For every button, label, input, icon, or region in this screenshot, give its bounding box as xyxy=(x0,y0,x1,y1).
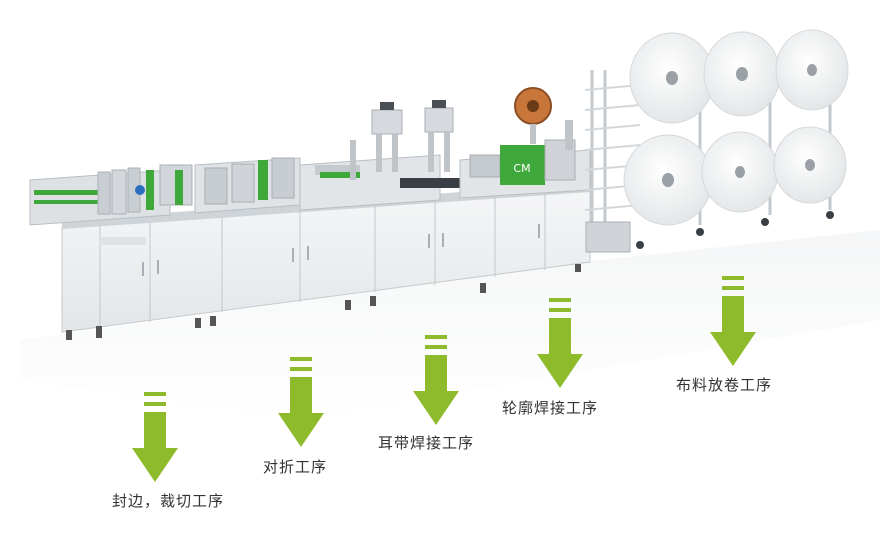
sealing-cutting-station xyxy=(29,164,193,226)
outline-welding-station: CM xyxy=(459,87,591,199)
arrow-down-icon xyxy=(708,276,758,368)
step-folding xyxy=(276,357,326,449)
unwinding-rack xyxy=(584,29,849,253)
arrow-down-icon xyxy=(130,392,180,484)
step-label-outline-welding: 轮廓焊接工序 xyxy=(502,399,599,417)
step-fabric-unwinding xyxy=(708,276,758,368)
arrow-down-icon xyxy=(276,357,326,449)
arrow-down-icon xyxy=(411,335,461,427)
step-label-ear-loop-welding: 耳带焊接工序 xyxy=(378,434,475,452)
ear-loop-welding-station xyxy=(299,100,460,211)
step-edge-sealing-cutting xyxy=(130,392,180,484)
step-label-fabric-unwinding: 布料放卷工序 xyxy=(676,376,773,394)
step-label-edge-sealing-cutting: 封边，裁切工序 xyxy=(112,492,225,510)
step-outline-welding xyxy=(535,298,585,390)
step-ear-loop-welding xyxy=(411,335,461,427)
step-label-folding: 对折工序 xyxy=(263,458,328,476)
brand-mark: CM xyxy=(513,162,530,175)
arrow-down-icon xyxy=(535,298,585,390)
folding-station xyxy=(194,157,301,214)
